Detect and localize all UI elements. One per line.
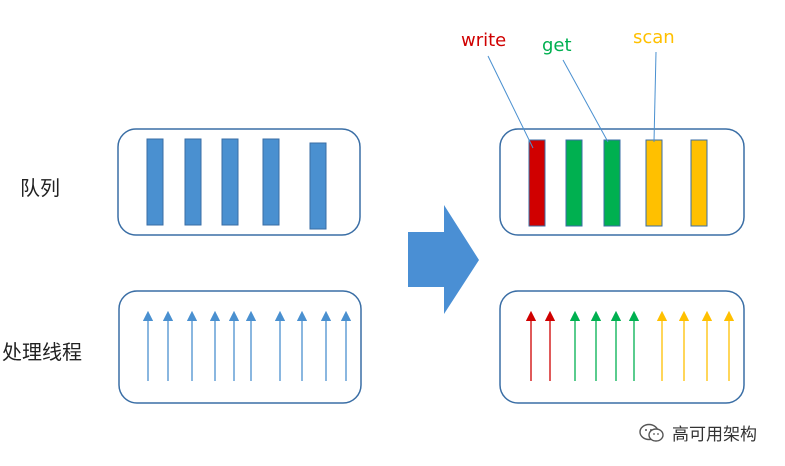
queue-item [184, 138, 202, 226]
queue-item-scan [645, 139, 663, 227]
queue-item-get [565, 139, 583, 227]
queue-item-get [603, 139, 621, 227]
threads-box-before [118, 290, 362, 404]
queue-item [146, 138, 164, 226]
queue-box-after [499, 128, 745, 236]
get-label: get [542, 35, 572, 56]
queue-item-scan [690, 139, 708, 227]
queue-item [221, 138, 239, 226]
transition-arrow [408, 205, 479, 314]
queue-box-before [117, 128, 361, 236]
thread-arrows-before [142, 310, 352, 381]
queue-item [262, 138, 280, 226]
scan-callout-line [653, 51, 657, 143]
write-label: write [461, 30, 507, 51]
queue-items-before [146, 138, 327, 230]
queue-item [309, 142, 327, 230]
wechat-icon [639, 423, 664, 442]
threads-box-after [499, 290, 745, 404]
queue-item-write [528, 139, 546, 227]
write-callout-line [487, 55, 534, 149]
scan-label: scan [633, 27, 675, 48]
queue-label: 队列 [20, 176, 60, 200]
threads-label: 处理线程 [2, 340, 82, 364]
get-callout-line [562, 59, 609, 143]
queue-items-after [528, 139, 708, 227]
watermark: 高可用架构 [638, 420, 757, 445]
watermark-text: 高可用架构 [672, 425, 757, 445]
thread-arrows-after [525, 310, 735, 381]
